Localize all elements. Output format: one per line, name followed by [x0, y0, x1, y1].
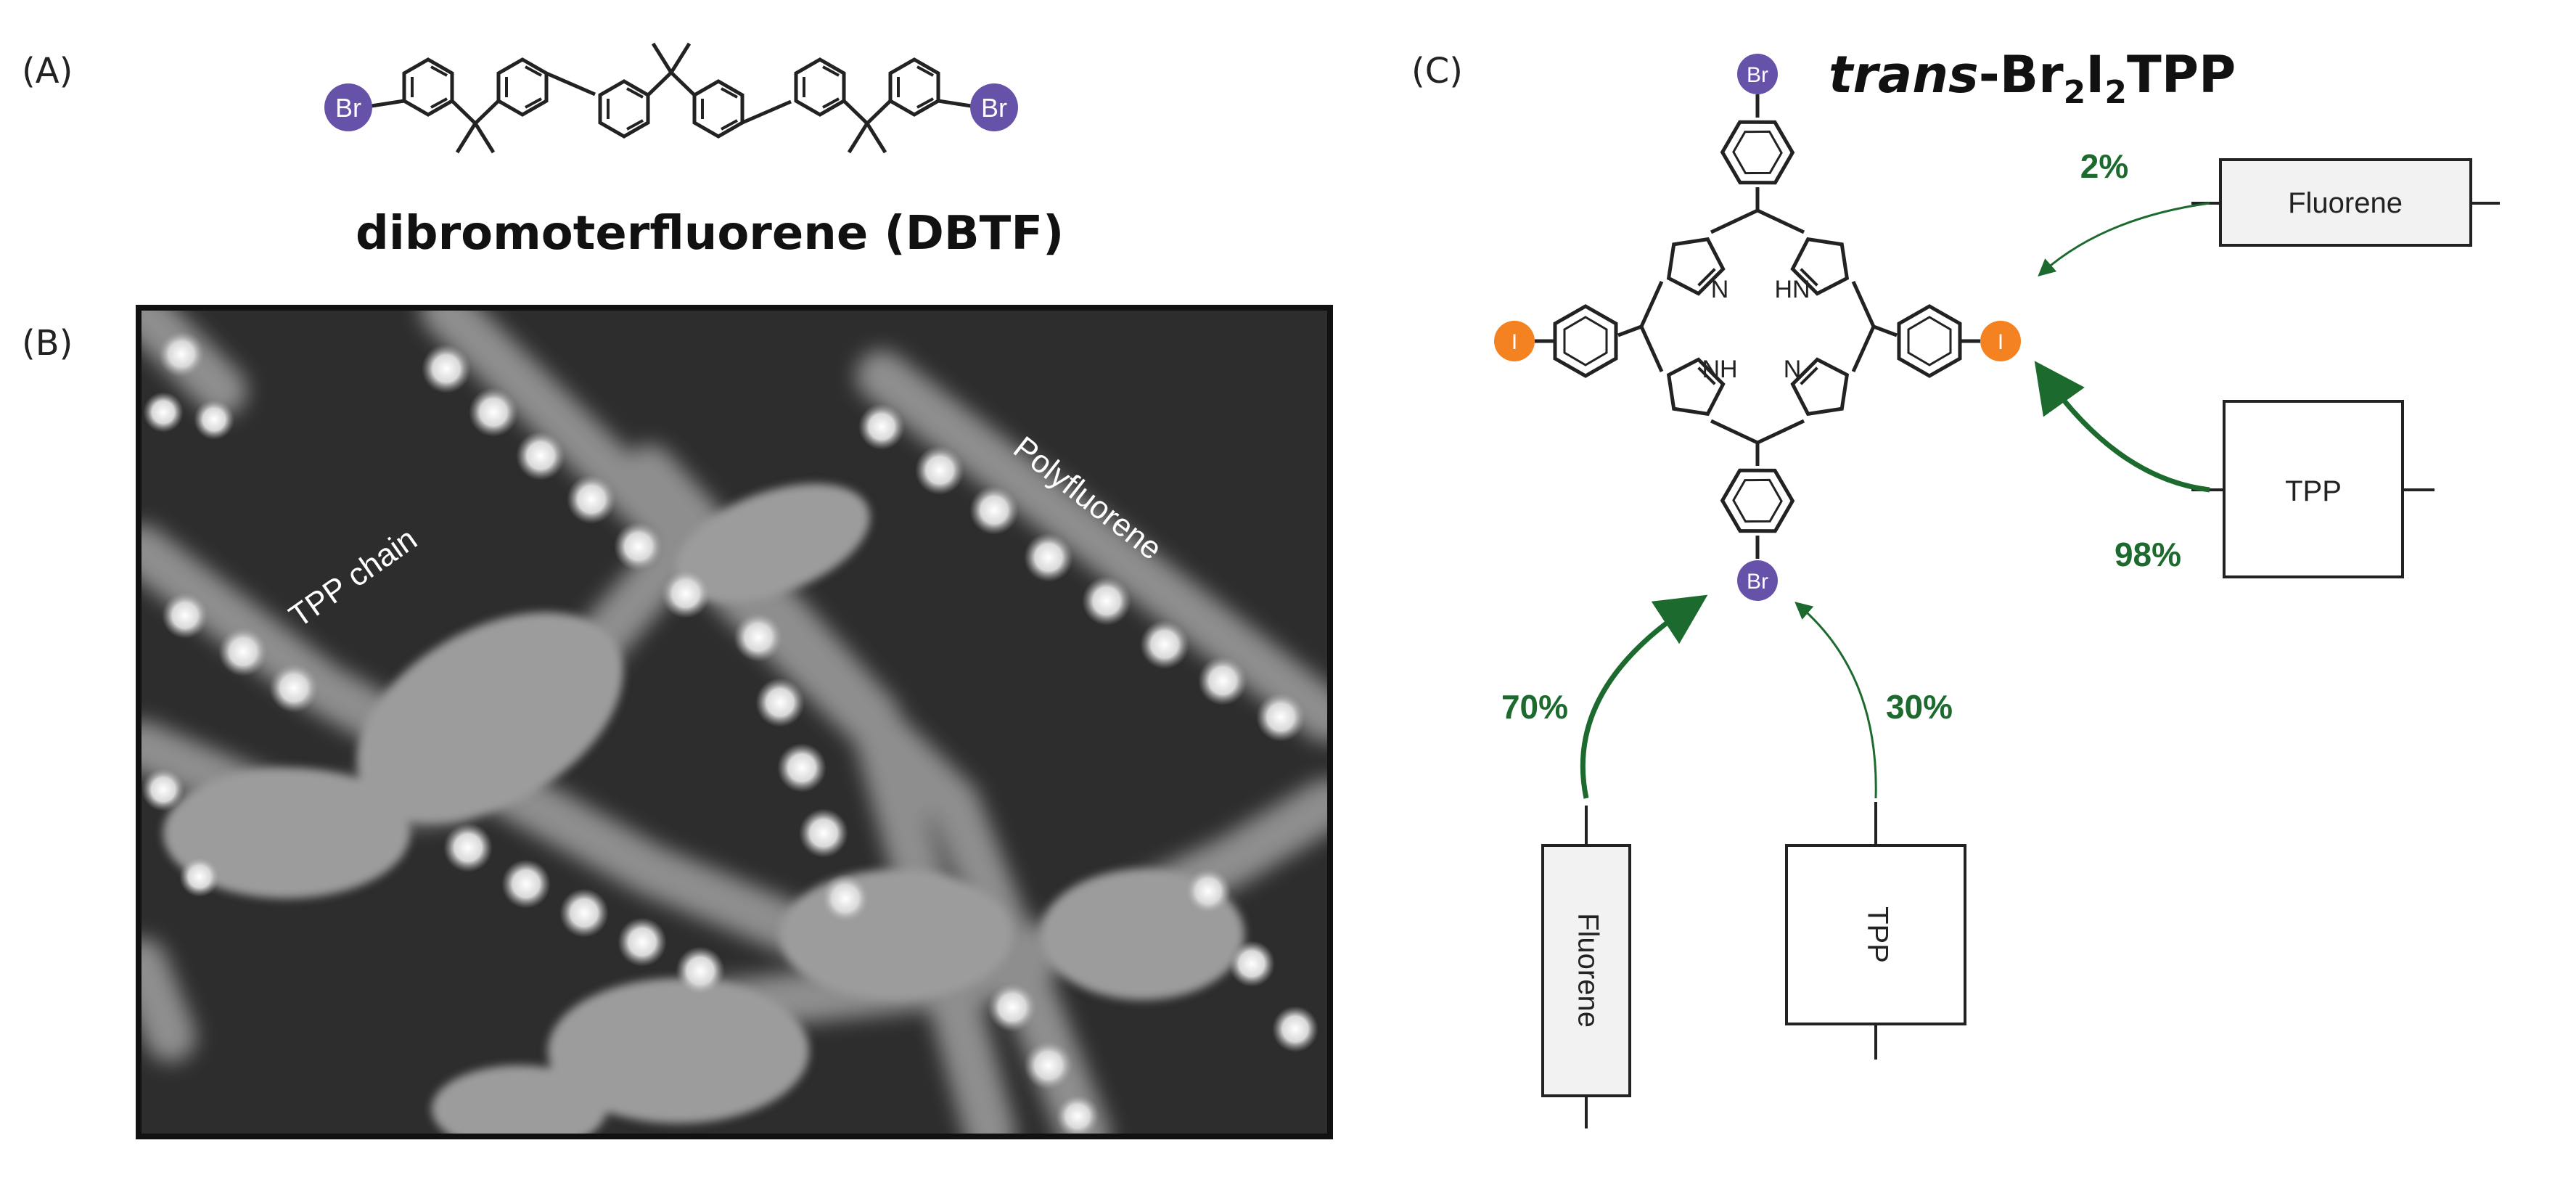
bromine-atom-top [1737, 54, 1778, 94]
fluorene-fragment-right: Fluorene [2219, 158, 2500, 247]
bromine-atom-right [970, 83, 1018, 131]
arrow-tpp-to-bromine [1794, 602, 1877, 799]
pct-fluorene-bottom: 70% [1501, 688, 1568, 726]
fluorene-fragment-bottom: Fluorene [1541, 806, 1631, 1128]
stm-image: TPP chain Polyfluorene [136, 305, 1333, 1139]
panel-label-c: (C) [1411, 51, 1463, 91]
porphyrin-diagram: N HN NH N Br Br I I Fluorene TPP [1494, 54, 2500, 1128]
bromine-label-right: Br [981, 93, 1007, 123]
tpp-fragment-bottom-label: TPP [1861, 906, 1893, 963]
iodine-label-left: I [1511, 330, 1517, 354]
tpp-chain-label: TPP chain [283, 521, 424, 634]
iodine-label-right: I [1998, 330, 2003, 354]
atom-n-top-left: N [1711, 276, 1729, 303]
atom-hn-top-right: HN [1774, 276, 1810, 303]
dbtf-structure: Br Br [324, 42, 1018, 154]
phenyl-groups [1535, 94, 1980, 559]
arrow-fluorene-to-iodine [2038, 202, 2210, 276]
bromine-label-bottom: Br [1747, 570, 1768, 594]
tpp-fragment-right: TPP [2191, 400, 2435, 578]
molecule-title: trans-Br2I2TPP [1829, 45, 2236, 111]
arrow-fluorene-to-bromine [1580, 594, 1708, 799]
dbtf-caption: dibromoterfluorene (DBTF) [356, 207, 1065, 261]
molecule-title-part3: TPP [2126, 45, 2236, 105]
fluorene-fragment-bottom-label: Fluorene [1572, 913, 1604, 1028]
bromine-label-left: Br [335, 93, 361, 123]
molecule-title-sub1: 2 [2063, 74, 2086, 111]
fluorene-unit-2 [600, 42, 742, 136]
iodine-atom-left [1494, 321, 1535, 361]
pct-tpp-bottom: 30% [1886, 688, 1953, 726]
arrow-tpp-to-iodine [2034, 361, 2210, 493]
molecule-title-prefix: trans [1829, 45, 1979, 105]
fluorene-fragment-right-label: Fluorene [2288, 187, 2403, 219]
pct-tpp-right: 98% [2114, 536, 2181, 573]
panel-label-a: (A) [22, 51, 73, 91]
molecule-title-part2: I [2085, 45, 2105, 105]
molecular-chains [141, 311, 1327, 1134]
tpp-fragment-bottom: TPP [1785, 802, 1966, 1060]
panel-label-b: (B) [22, 323, 73, 364]
bromine-atom-left [324, 83, 372, 131]
tpp-fragment-right-label: TPP [2285, 475, 2342, 507]
atom-nh-bottom-left: NH [1702, 356, 1737, 383]
fluorene-unit-3 [796, 60, 938, 154]
atom-n-bottom-right: N [1784, 356, 1802, 383]
bromine-atom-bottom [1737, 560, 1778, 601]
iodine-atom-right [1980, 321, 2021, 361]
molecule-title-part1: -Br [1978, 45, 2064, 105]
bromine-label-top: Br [1747, 63, 1768, 87]
porphyrin-core: N HN NH N [1639, 208, 1876, 445]
fluorene-unit-1 [404, 60, 546, 154]
pct-fluorene-right: 2% [2080, 147, 2128, 185]
molecule-title-sub2: 2 [2104, 74, 2127, 111]
